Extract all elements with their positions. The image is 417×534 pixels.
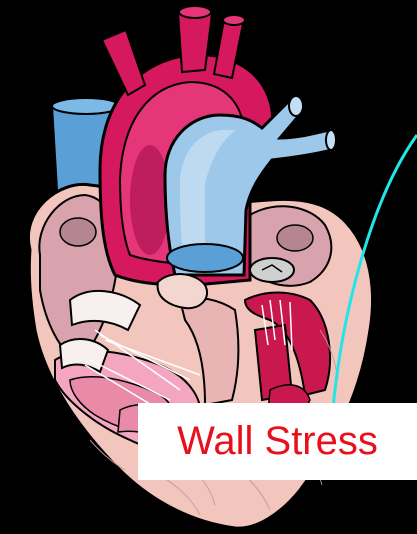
atrium-shadow (60, 218, 96, 246)
aortic-branch-3-top (223, 15, 245, 25)
mitral-valve (250, 258, 294, 282)
pulmonary-branch-end-2 (326, 130, 336, 150)
wall-stress-label: Wall Stress (138, 403, 417, 480)
pulmonary-branch-end (289, 96, 303, 116)
aortic-branch-2-top (179, 6, 211, 18)
left-atrium-shadow (277, 225, 313, 251)
pulmonary-base (167, 244, 243, 272)
vena-cava-opening (52, 98, 120, 114)
aorta-shadow (130, 145, 170, 255)
